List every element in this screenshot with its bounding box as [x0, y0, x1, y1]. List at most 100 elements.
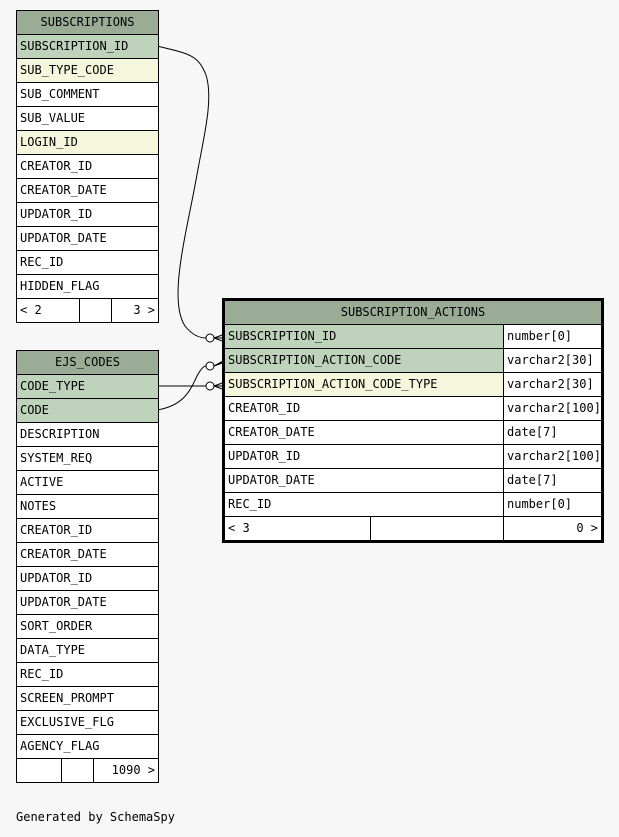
table-subscriptions[interactable]: SUBSCRIPTIONS SUBSCRIPTION_ID SUB_TYPE_COD…	[16, 10, 159, 323]
column-row-code-type[interactable]: CODE_TYPE	[17, 375, 158, 399]
column-name: CREATOR_ID	[20, 159, 93, 173]
column-row-updator-date[interactable]: UPDATOR_DATE	[17, 591, 158, 615]
column-type: number[0]	[503, 493, 601, 516]
column-row-code[interactable]: CODE	[17, 399, 158, 423]
column-row-exclusive-flg[interactable]: EXCLUSIVE_FLG	[17, 711, 158, 735]
column-name: UPDATOR_DATE	[20, 231, 107, 245]
fk-line-subscription-id	[156, 45, 210, 339]
column-row-sub-type-code[interactable]: SUB_TYPE_CODE	[17, 59, 158, 83]
column-row-subscription-id[interactable]: SUBSCRIPTION_ID	[17, 35, 158, 59]
column-row-data-type[interactable]: DATA_TYPE	[17, 639, 158, 663]
column-row-login-id[interactable]: LOGIN_ID	[17, 131, 158, 155]
column-name: REC_ID	[20, 667, 64, 681]
column-name: CREATOR_DATE	[228, 425, 315, 439]
column-name: CREATOR_ID	[20, 523, 93, 537]
table-footer: < 3 0 >	[225, 517, 601, 540]
column-row-updator-date[interactable]: UPDATOR_DATE	[17, 227, 158, 251]
children-count[interactable]: 0 >	[503, 517, 601, 540]
row-count	[61, 759, 93, 782]
column-name: SUBSCRIPTION_ID	[228, 329, 337, 343]
table-header[interactable]: EJS_CODES	[17, 351, 158, 375]
column-row-rec-id[interactable]: REC_ID	[17, 663, 158, 687]
column-name: HIDDEN_FLAG	[20, 279, 100, 293]
children-count[interactable]: 3 >	[111, 299, 158, 322]
column-row-screen-prompt[interactable]: SCREEN_PROMPT	[17, 687, 158, 711]
column-row-updator-id[interactable]: UPDATOR_ID	[17, 203, 158, 227]
column-row-creator-date[interactable]: CREATOR_DATE	[17, 543, 158, 567]
column-type: varchar2[100]	[503, 397, 601, 420]
table-ejs-codes[interactable]: EJS_CODES CODE_TYPE CODE DESCRIPTION SYSTEM_…	[16, 350, 159, 783]
table-footer: < 2 3 >	[17, 299, 158, 322]
column-name: CODE	[20, 403, 49, 417]
crowfoot-action-code-type	[205, 381, 226, 391]
column-name: UPDATOR_DATE	[20, 595, 107, 609]
column-name: SUB_TYPE_CODE	[20, 63, 114, 77]
column-name: SYSTEM_REQ	[20, 451, 93, 465]
column-type: number[0]	[503, 325, 601, 348]
column-name: SUB_VALUE	[20, 111, 86, 125]
column-name: REC_ID	[228, 497, 272, 511]
column-type: varchar2[30]	[503, 373, 601, 396]
column-row-updator-id[interactable]: UPDATOR_ID varchar2[100]	[225, 445, 601, 469]
fk-line-code	[156, 365, 207, 411]
column-type: varchar2[100]	[503, 445, 601, 468]
column-type: date[7]	[503, 421, 601, 444]
column-type: date[7]	[503, 469, 601, 492]
column-name: SCREEN_PROMPT	[20, 691, 114, 705]
column-row-subscription-action-code-type[interactable]: SUBSCRIPTION_ACTION_CODE_TYPE varchar2[30…	[225, 373, 601, 397]
column-row-notes[interactable]: NOTES	[17, 495, 158, 519]
column-name: UPDATOR_DATE	[228, 473, 315, 487]
parents-count[interactable]: < 2	[20, 303, 42, 317]
column-name: SUBSCRIPTION_ACTION_CODE_TYPE	[228, 377, 438, 391]
column-name: EXCLUSIVE_FLG	[20, 715, 114, 729]
column-row-creator-date[interactable]: CREATOR_DATE	[17, 179, 158, 203]
column-name: UPDATOR_ID	[228, 449, 301, 463]
column-row-system-req[interactable]: SYSTEM_REQ	[17, 447, 158, 471]
column-row-hidden-flag[interactable]: HIDDEN_FLAG	[17, 275, 158, 299]
column-row-updator-id[interactable]: UPDATOR_ID	[17, 567, 158, 591]
column-row-rec-id[interactable]: REC_ID number[0]	[225, 493, 601, 517]
column-row-sort-order[interactable]: SORT_ORDER	[17, 615, 158, 639]
column-name: LOGIN_ID	[20, 135, 78, 149]
column-row-subscription-action-code[interactable]: SUBSCRIPTION_ACTION_CODE varchar2[30]	[225, 349, 601, 373]
column-row-rec-id[interactable]: REC_ID	[17, 251, 158, 275]
column-name: UPDATOR_ID	[20, 207, 93, 221]
column-name: AGENCY_FLAG	[20, 739, 100, 753]
row-count	[370, 517, 503, 540]
children-count[interactable]: 1090 >	[93, 759, 158, 782]
column-row-active[interactable]: ACTIVE	[17, 471, 158, 495]
table-header[interactable]: SUBSCRIPTIONS	[17, 11, 158, 35]
column-row-creator-date[interactable]: CREATOR_DATE date[7]	[225, 421, 601, 445]
column-row-agency-flag[interactable]: AGENCY_FLAG	[17, 735, 158, 759]
column-row-description[interactable]: DESCRIPTION	[17, 423, 158, 447]
column-name: NOTES	[20, 499, 57, 513]
column-row-creator-id[interactable]: CREATOR_ID	[17, 155, 158, 179]
column-name: UPDATOR_ID	[20, 571, 93, 585]
table-header[interactable]: SUBSCRIPTION_ACTIONS	[225, 301, 601, 325]
crowfoot-subscription-id	[205, 333, 226, 343]
parents-count[interactable]: < 3	[228, 521, 250, 535]
row-count	[79, 299, 111, 322]
column-name: CREATOR_DATE	[20, 183, 107, 197]
column-name: SUB_COMMENT	[20, 87, 100, 101]
column-type: varchar2[30]	[503, 349, 601, 372]
column-name: ACTIVE	[20, 475, 64, 489]
generated-by-label: Generated by SchemaSpy	[16, 810, 175, 824]
column-name: CODE_TYPE	[20, 379, 86, 393]
column-row-sub-value[interactable]: SUB_VALUE	[17, 107, 158, 131]
table-footer: 1090 >	[17, 759, 158, 782]
column-name: CREATOR_ID	[228, 401, 301, 415]
parents-count[interactable]	[17, 759, 61, 782]
column-row-creator-id[interactable]: CREATOR_ID	[17, 519, 158, 543]
column-name: SUBSCRIPTION_ID	[20, 39, 129, 53]
column-name: SUBSCRIPTION_ACTION_CODE	[228, 353, 402, 367]
column-name: DESCRIPTION	[20, 427, 100, 441]
column-row-subscription-id[interactable]: SUBSCRIPTION_ID number[0]	[225, 325, 601, 349]
column-row-creator-id[interactable]: CREATOR_ID varchar2[100]	[225, 397, 601, 421]
column-row-updator-date[interactable]: UPDATOR_DATE date[7]	[225, 469, 601, 493]
column-name: DATA_TYPE	[20, 643, 86, 657]
column-row-sub-comment[interactable]: SUB_COMMENT	[17, 83, 158, 107]
column-name: CREATOR_DATE	[20, 547, 107, 561]
column-name: SORT_ORDER	[20, 619, 93, 633]
